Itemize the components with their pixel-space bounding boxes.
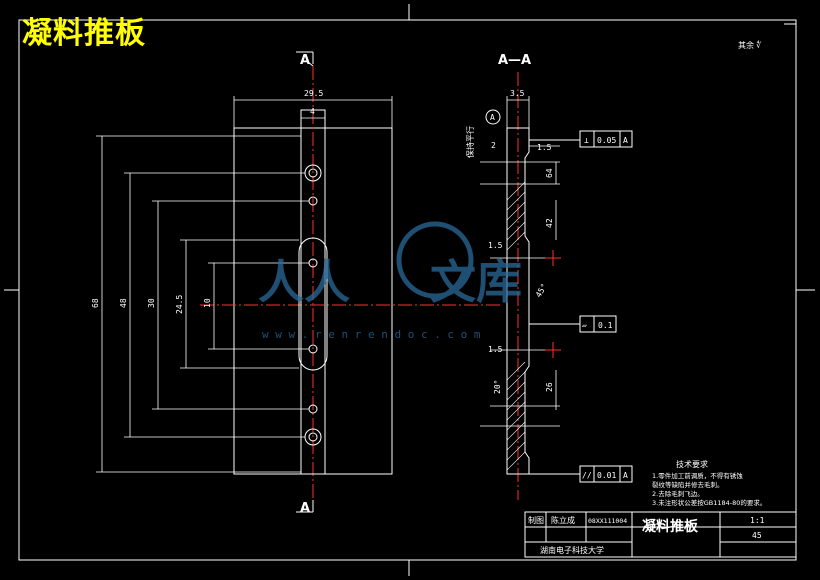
tb-drawn-name: 陈立成 [551,515,575,525]
watermark: 人人 文库 w w w . r e n r e n d o c . c o m [258,221,522,341]
tb-school: 湖南电子科技大学 [540,545,604,555]
dim-pitch-mid: 42 [545,218,554,228]
tech-req-line-1: 1.零件加工前调质，不得有锈蚀 [652,471,743,480]
dim-step-2: 1.5 [488,345,503,354]
section-arrow-bottom [296,500,314,513]
dim-width-top: 29.5 [304,89,323,98]
tb-drawing-no: 08XX111004 [588,517,627,525]
watermark-left: 人人 [258,255,350,309]
dim-chamfer: 1.5 [537,143,552,152]
tol-perp-symbol: ⊥ [584,136,589,145]
tol-par-datum: A [623,471,628,480]
tol-par-value: 0.01 [597,471,616,480]
tech-req-line-4: 3.未注形状公差按GB1184-80的要求。 [652,498,766,507]
side-view: A 3.5 1.5 2 保持平行 64 42 1.5 1.5 45° 26 20… [465,72,633,500]
frame-centering-marks [4,4,815,576]
tolerance-frame-parallel [529,465,633,483]
tb-part-name: 凝料推板 [642,518,699,535]
dim-h30: 30 [147,298,156,308]
tol-perp-datum: A [623,136,628,145]
dim-h24-5: 24.5 [175,295,184,314]
roughness-note: 其余 [738,40,754,50]
tolerance-frame-flatness [529,315,617,333]
roughness-symbol: ∜ [756,40,762,50]
tech-requirements: 技术要求 1.零件加工前调质，不得有锈蚀 裂纹等缺陷并修去毛刺。 2.去除毛刺飞… [652,459,766,507]
tol-flat-value: 0.1 [598,321,613,330]
dim-h68: 68 [91,298,100,308]
center-slot [298,237,328,371]
detail-bubble [485,109,501,125]
tb-drawn-label: 制图 [528,515,544,525]
dim-pitch-top: 64 [545,168,554,178]
dim-h48: 48 [119,298,128,308]
dim-angle: 45° [534,282,549,299]
tol-flat-symbol: ▱ [582,321,587,330]
section-mark-a-bottom: A [300,501,310,516]
section-view-label: A—A [498,53,531,68]
dim-h10: 10 [203,298,212,308]
tech-req-line-3: 2.去除毛刺飞边。 [652,489,704,498]
tb-scale: 1:1 [750,516,765,525]
dim-slot-width: 4 [310,107,315,116]
front-dim-lines [96,96,393,473]
tol-par-symbol: // [582,471,592,480]
dim-thickness: 3.5 [510,89,525,98]
tech-req-line-2: 裂纹等缺陷并修去毛刺。 [652,480,724,489]
tolerance-frame-perpendicular [529,130,633,148]
section-hatch [506,181,526,471]
tol-perp-value: 0.05 [597,136,616,145]
watermark-url: w w w . r e n r e n d o c . c o m [262,328,481,341]
dim-step-1: 1.5 [488,241,503,250]
tech-req-heading: 技术要求 [676,459,708,469]
watermark-logo-icon [396,221,474,299]
slot-outline [300,109,326,475]
dim-offset-2: 2 [491,141,496,150]
section-mark-a-top: A [300,53,310,68]
detail-bubble-label: A [490,113,495,122]
section-arrow-top [296,51,314,67]
page-title: 凝料推板 [22,16,146,51]
watermark-right: 文库 [430,255,522,309]
tb-material: 45 [752,531,762,540]
title-block [524,511,797,558]
front-view: 29.5 4 68 48 30 24.5 10 [91,66,500,500]
dim-angle-bottom: 20° [493,380,502,394]
detail-note: 保持平行 [465,126,475,158]
dim-pitch-bottom: 26 [545,382,554,392]
